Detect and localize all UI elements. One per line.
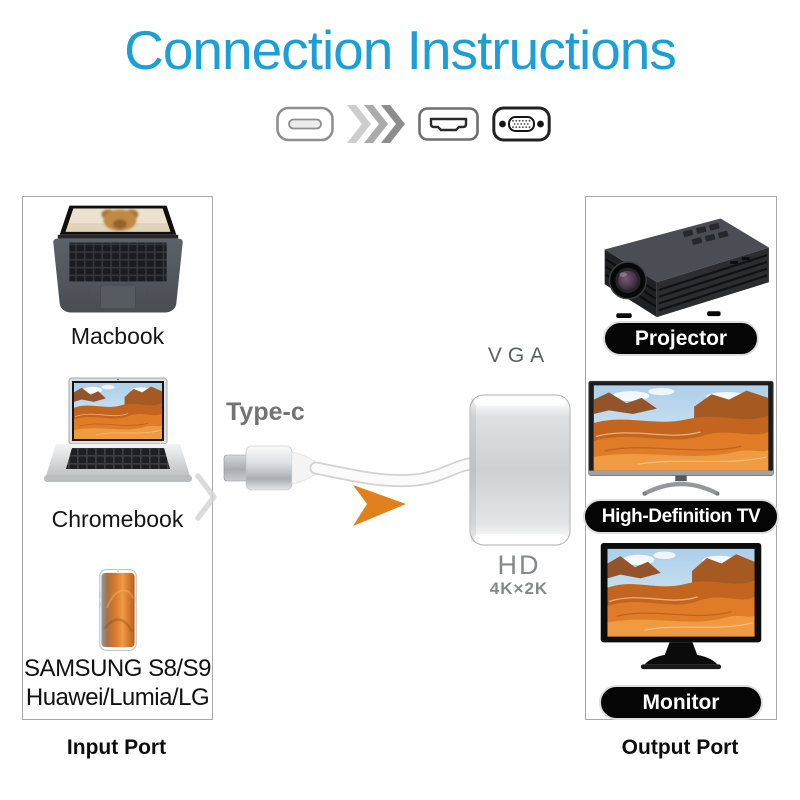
input-panel: Macbook Chromebook xyxy=(22,196,213,720)
hdmi-port-icon xyxy=(418,107,479,141)
type-c-label: Type-c xyxy=(226,398,305,426)
phone-label-line2: Huawei/Lumia/LG xyxy=(25,684,210,711)
adapter-cable xyxy=(309,456,485,488)
hdtv-pill-label: High-Definition TV xyxy=(583,499,779,534)
orange-arrow-icon xyxy=(353,485,406,526)
adapter-graphic xyxy=(195,394,571,546)
connector-flow-row xyxy=(276,104,551,144)
phone-label-line1: SAMSUNG S8/S9 xyxy=(24,655,211,682)
chromebook-image xyxy=(42,365,194,497)
smartphone-image xyxy=(89,569,147,651)
page-title: Connection Instructions xyxy=(124,19,677,81)
hdmi-resolution-label: 4K×2K xyxy=(489,579,549,598)
usb-c-port-icon xyxy=(276,106,334,142)
adapter-body xyxy=(469,394,571,546)
input-port-caption: Input Port xyxy=(66,736,167,759)
output-panel: Projector High-Definition TV xyxy=(583,196,779,720)
vga-port-label: VGA xyxy=(487,344,551,367)
macbook-image xyxy=(50,205,186,317)
forward-chevrons-icon xyxy=(347,104,405,144)
macbook-label: Macbook xyxy=(70,323,165,349)
hdtv-image xyxy=(587,379,775,497)
projector-pill-label: Projector xyxy=(603,321,759,356)
monitor-pill-label: Monitor xyxy=(599,685,763,720)
faint-chevron-icon xyxy=(195,473,217,521)
vga-port-icon xyxy=(492,106,551,142)
phone-label: SAMSUNG S8/S9 Huawei/Lumia/LG xyxy=(23,654,212,712)
hdmi-port-label: HD xyxy=(497,550,541,580)
monitor-image xyxy=(595,541,767,675)
projector-image xyxy=(589,205,773,319)
usb-c-plug xyxy=(223,445,319,491)
output-port-caption: Output Port xyxy=(621,736,739,759)
chromebook-label: Chromebook xyxy=(51,506,184,532)
